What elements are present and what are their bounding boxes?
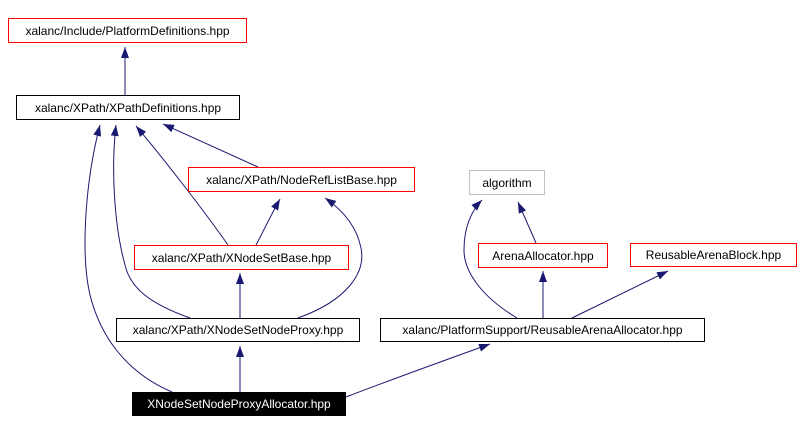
node-xpath-definitions[interactable]: xalanc/XPath/XPathDefinitions.hpp <box>16 95 240 120</box>
edge-proxyallocator-reusablearenaallocator <box>345 343 491 398</box>
node-reusable-arena-block[interactable]: ReusableArenaBlock.hpp <box>630 243 797 267</box>
edge-xnodesetnodeproxy-xpathdefinitions <box>110 124 191 319</box>
edge-arenaallocator-algorithm <box>517 201 537 244</box>
node-platform-definitions[interactable]: xalanc/Include/PlatformDefinitions.hpp <box>8 18 247 43</box>
node-xnode-set-base[interactable]: xalanc/XPath/XNodeSetBase.hpp <box>134 245 349 270</box>
edge-xnodesetnodeproxy-noderef <box>297 197 363 319</box>
node-xnode-set-node-proxy[interactable]: xalanc/XPath/XNodeSetNodeProxy.hpp <box>116 318 360 342</box>
node-current-xnode-set-node-proxy-allocator: XNodeSetNodeProxyAllocator.hpp <box>132 392 346 416</box>
node-arena-allocator[interactable]: ArenaAllocator.hpp <box>478 243 608 268</box>
node-algorithm: algorithm <box>469 170 545 195</box>
edge-xnodesetbase-noderef <box>255 198 281 246</box>
edge-reusablearenaallocator-algorithm <box>463 199 518 319</box>
node-reusable-arena-allocator[interactable]: xalanc/PlatformSupport/ReusableArenaAllo… <box>380 318 705 342</box>
edge-xnodesetbase-xpathdefinitions <box>135 125 229 246</box>
edge-proxyallocator-xpathdefinitions <box>84 124 173 393</box>
edge-reusablearenaallocator-reusablearenablock <box>571 270 669 319</box>
node-node-ref-list-base[interactable]: xalanc/XPath/NodeRefListBase.hpp <box>188 167 415 192</box>
edge-noder400eflistbase-xpathdefinitions <box>162 123 259 168</box>
